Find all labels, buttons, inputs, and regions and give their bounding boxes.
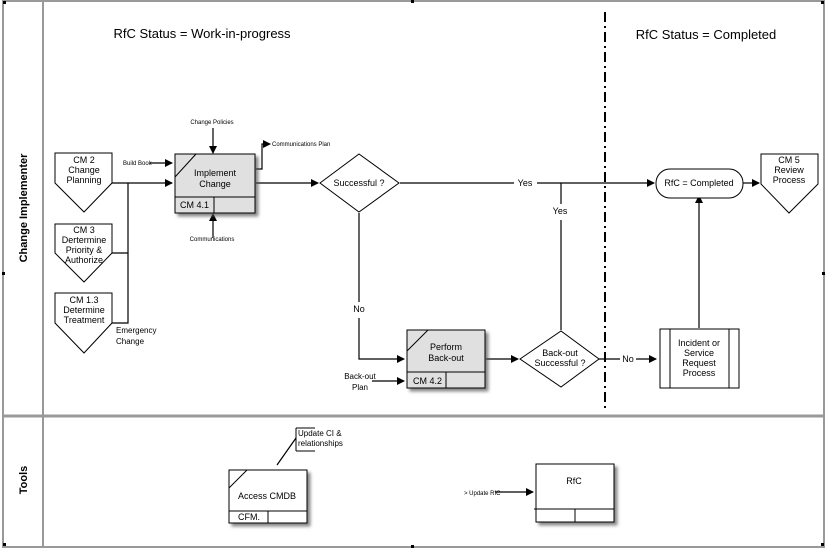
lane-label-tools: Tools — [18, 466, 30, 495]
process-id: CFM. — [238, 512, 260, 522]
flow-label-no-success: No — [350, 302, 368, 316]
lane-label-change-implementer: Change Implementer — [18, 153, 30, 263]
terminal-rfc-completed[interactable]: RfC = Completed — [655, 168, 744, 199]
process-id: CM 4.2 — [413, 376, 442, 386]
phase-title-completed: RfC Status = Completed — [636, 27, 777, 42]
annotation-change-policies: Change Policies — [190, 120, 233, 126]
flow-label-yes-main: Yes — [514, 177, 537, 189]
annotation-communications-plan: Communications Plan — [272, 142, 330, 148]
svg-text:No: No — [622, 354, 634, 364]
annotation-update-rfc: > Update RfC — [464, 491, 501, 497]
svg-text:Yes: Yes — [518, 178, 533, 188]
svg-text:No: No — [353, 304, 365, 314]
process-rfc[interactable]: RfC — [534, 463, 615, 523]
process-id: CM 4.1 — [180, 200, 209, 210]
flow-label-no-backout: No — [620, 353, 636, 365]
svg-text:RfC: RfC — [566, 476, 582, 486]
annotation-build-book: Build Book — [123, 161, 153, 167]
phase-title-work-in-progress: RfC Status = Work-in-progress — [113, 26, 291, 41]
connectors — [112, 128, 760, 496]
annotation-communications: Communications — [190, 237, 235, 243]
svg-text:Successful ?: Successful ? — [333, 178, 384, 188]
decision-successful[interactable]: Successful ? — [319, 153, 400, 213]
svg-text:Yes: Yes — [553, 206, 568, 216]
annotation-update-ci: Update CI &relationships — [295, 427, 343, 452]
process-access-cmdb[interactable]: Access CMDB CFM. — [228, 469, 308, 524]
flow-label-yes-backout: Yes — [550, 204, 572, 218]
svg-text:RfC = Completed: RfC = Completed — [664, 178, 733, 188]
svg-text:Access CMDB: Access CMDB — [238, 491, 296, 501]
svg-text:Update CI &relationships: Update CI &relationships — [298, 429, 343, 448]
